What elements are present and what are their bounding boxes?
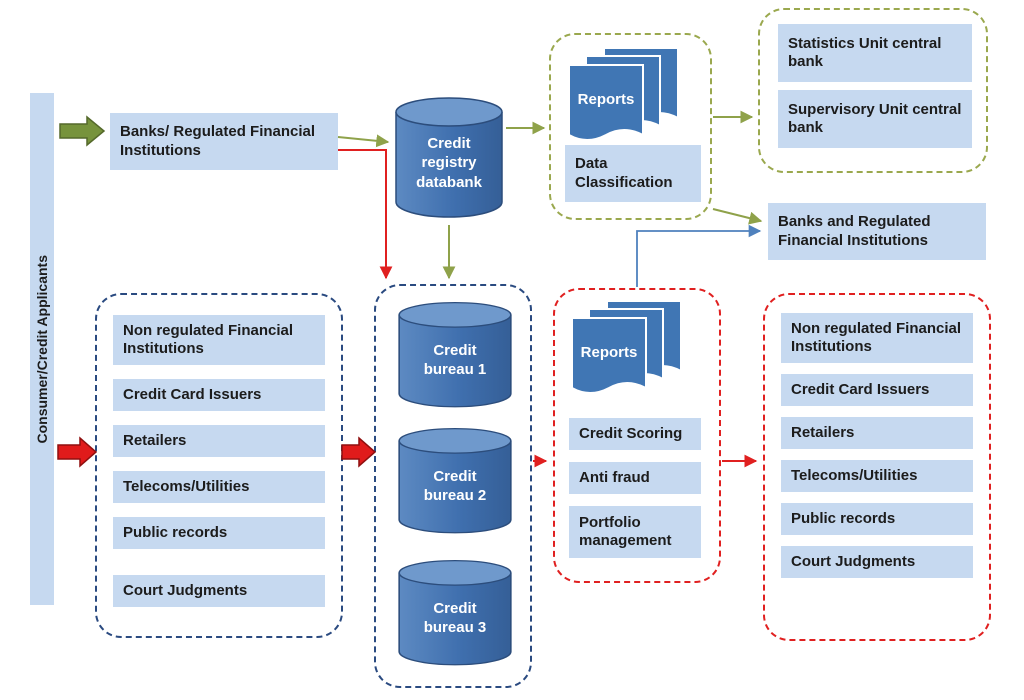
- registry-reports-label: Reports: [577, 91, 635, 108]
- left-sources-group: Non regulated Financial Institutions Cre…: [95, 293, 343, 638]
- recipient-item-label: Credit Card Issuers: [791, 380, 930, 398]
- source-item-label: Telecoms/Utilities: [123, 477, 250, 495]
- recipient-item-label: Retailers: [791, 423, 855, 441]
- bureau-reports-stack: Reports: [571, 300, 683, 400]
- source-item: Credit Card Issuers: [113, 379, 325, 411]
- source-item-label: Court Judgments: [123, 581, 248, 599]
- statistics-unit-label: Statistics Unit central bank: [788, 34, 942, 70]
- consumer-to-sources-arrow: [57, 436, 98, 468]
- recipient-item: Court Judgments: [781, 546, 973, 578]
- portfolio-management-box: Portfolio management: [569, 506, 701, 558]
- credit-bureau-3-label: Credit bureau 3: [423, 599, 487, 637]
- credit-bureau-2-label: Credit bureau 2: [423, 467, 487, 505]
- cylinder-shape-icon: [398, 301, 512, 408]
- statistics-unit-box: Statistics Unit central bank: [778, 24, 972, 82]
- recipient-item-label: Telecoms/Utilities: [791, 466, 918, 484]
- consumer-bar-label: Consumer/Credit Applicants: [34, 254, 50, 444]
- recipient-item: Telecoms/Utilities: [781, 460, 973, 492]
- credit-bureaus-group: Credit bureau 1 Credit bureau 2 Credit b…: [374, 284, 532, 688]
- source-item: Court Judgments: [113, 575, 325, 607]
- documents-icon: [568, 47, 679, 141]
- banks-regulated-fi-label: Banks/ Regulated Financial Institutions: [120, 123, 316, 159]
- bureau-services-group: Reports Credit Scoring Anti fraud Portfo…: [553, 288, 721, 583]
- credit-bureau-2-cylinder: Credit bureau 2: [396, 426, 514, 538]
- source-item-label: Credit Card Issuers: [123, 385, 262, 403]
- source-item-label: Retailers: [123, 431, 187, 449]
- recipient-item: Retailers: [781, 417, 973, 449]
- arrow-banks-to-registry: [337, 134, 390, 148]
- recipient-item-label: Court Judgments: [791, 552, 916, 570]
- recipient-item-label: Public records: [791, 509, 896, 527]
- credit-bureau-1-label: Credit bureau 1: [423, 341, 487, 379]
- recipient-item-label: Non regulated Financial Institutions: [791, 319, 962, 355]
- portfolio-management-label: Portfolio management: [579, 513, 672, 549]
- central-bank-group: Statistics Unit central bank Supervisory…: [758, 8, 988, 173]
- credit-bureau-3-cylinder: Credit bureau 3: [396, 558, 514, 670]
- credit-scoring-label: Credit Scoring: [579, 424, 683, 442]
- source-item: Non regulated Financial Institutions: [113, 315, 325, 365]
- anti-fraud-box: Anti fraud: [569, 462, 701, 494]
- consumer-to-banks-arrow: [59, 115, 106, 147]
- credit-registry-databank-cylinder: Credit registry databank: [393, 95, 505, 223]
- registry-output-group: Reports Data Classification: [549, 33, 712, 220]
- cylinder-shape-icon: [398, 427, 512, 534]
- line-bureau-reports-to-banks-regulated: [636, 224, 762, 287]
- banks-regulated-right-box: Banks and Regulated Financial Institutio…: [768, 203, 986, 260]
- bureau-reports-label: Reports: [580, 344, 638, 361]
- source-item: Public records: [113, 517, 325, 549]
- cylinder-shape-icon: [398, 559, 512, 666]
- anti-fraud-label: Anti fraud: [579, 468, 650, 486]
- sources-to-bureaus-arrow: [341, 436, 377, 468]
- consumer-credit-applicants-bar: Consumer/Credit Applicants: [30, 93, 54, 605]
- source-item: Retailers: [113, 425, 325, 457]
- right-recipients-group: Non regulated Financial Institutions Cre…: [763, 293, 991, 641]
- source-item-label: Non regulated Financial Institutions: [123, 321, 294, 357]
- registry-reports-stack: Reports: [568, 47, 680, 147]
- banks-regulated-fi-box: Banks/ Regulated Financial Institutions: [110, 113, 338, 170]
- data-classification-label: Data Classification: [575, 155, 673, 191]
- credit-bureau-1-cylinder: Credit bureau 1: [396, 300, 514, 412]
- recipient-item: Public records: [781, 503, 973, 535]
- banks-regulated-right-label: Banks and Regulated Financial Institutio…: [778, 213, 931, 249]
- documents-icon: [571, 300, 682, 394]
- arrow-banks-to-bureaus: [338, 149, 393, 280]
- recipient-item: Credit Card Issuers: [781, 374, 973, 406]
- credit-registry-label: Credit registry databank: [416, 134, 482, 191]
- data-classification-box: Data Classification: [565, 145, 701, 202]
- source-item: Telecoms/Utilities: [113, 471, 325, 503]
- recipient-item: Non regulated Financial Institutions: [781, 313, 973, 363]
- arrow-group-to-banks-regulated: [712, 208, 763, 225]
- credit-scoring-box: Credit Scoring: [569, 418, 701, 450]
- cylinder-shape-icon: [395, 97, 503, 218]
- source-item-label: Public records: [123, 523, 228, 541]
- supervisory-unit-box: Supervisory Unit central bank: [778, 90, 972, 148]
- supervisory-unit-label: Supervisory Unit central bank: [788, 100, 962, 136]
